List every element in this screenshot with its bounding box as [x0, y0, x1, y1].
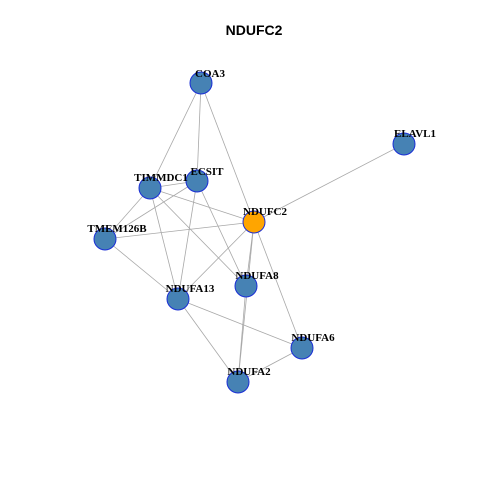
- edge-ndufa8-ndufa2: [237, 285, 247, 383]
- node-label-ndufa2: NDUFA2: [227, 366, 271, 378]
- edge-elavl1-ndufc2: [253, 143, 405, 223]
- node-label-coa3: COA3: [195, 68, 225, 80]
- node-timmdc1: [138, 176, 162, 200]
- node-tmem126b: [93, 227, 117, 251]
- node-ndufc2: [242, 210, 266, 234]
- nodes-layer: [93, 71, 416, 394]
- edge-coa3-timmdc1: [149, 82, 202, 189]
- diagram-title: NDUFC2: [226, 22, 283, 38]
- node-label-ndufa6: NDUFA6: [291, 332, 335, 344]
- edge-ndufa13-ndufa2: [177, 298, 239, 383]
- edge-ndufa13-ndufa6: [177, 298, 303, 349]
- node-label-ndufc2: NDUFC2: [243, 206, 287, 218]
- edge-ndufc2-ndufa13: [177, 221, 255, 300]
- node-label-elavl1: ELAVL1: [394, 128, 436, 140]
- node-ecsit: [185, 169, 209, 193]
- node-label-timmdc1: TIMMDC1: [134, 172, 188, 184]
- edge-timmdc1-ndufc2: [149, 187, 255, 223]
- edge-ecsit-ndufa8: [196, 180, 247, 287]
- edge-coa3-ecsit: [196, 82, 202, 182]
- edge-tmem126b-ndufa13: [104, 238, 179, 300]
- node-coa3: [189, 71, 213, 95]
- node-label-ndufa13: NDUFA13: [166, 283, 215, 295]
- node-label-tmem126b: TMEM126B: [87, 223, 147, 235]
- node-label-ndufa8: NDUFA8: [235, 270, 279, 282]
- edge-ndufa6-ndufa2: [237, 347, 303, 383]
- edge-timmdc1-ndufa8: [149, 187, 247, 287]
- edge-timmdc1-ndufa13: [149, 187, 179, 300]
- node-ndufa8: [234, 274, 258, 298]
- node-label-ecsit: ECSIT: [190, 166, 224, 178]
- edge-ndufc2-ndufa2: [237, 221, 255, 383]
- node-ndufa13: [166, 287, 190, 311]
- edge-ecsit-tmem126b: [104, 180, 198, 240]
- node-ndufa6: [290, 336, 314, 360]
- node-elavl1: [392, 132, 416, 156]
- edge-ecsit-ndufa13: [177, 180, 198, 300]
- node-ndufa2: [226, 370, 250, 394]
- edge-coa3-ndufc2: [200, 82, 255, 223]
- edge-ndufc2-ndufa6: [253, 221, 303, 349]
- edge-tmem126b-ndufc2: [104, 221, 255, 240]
